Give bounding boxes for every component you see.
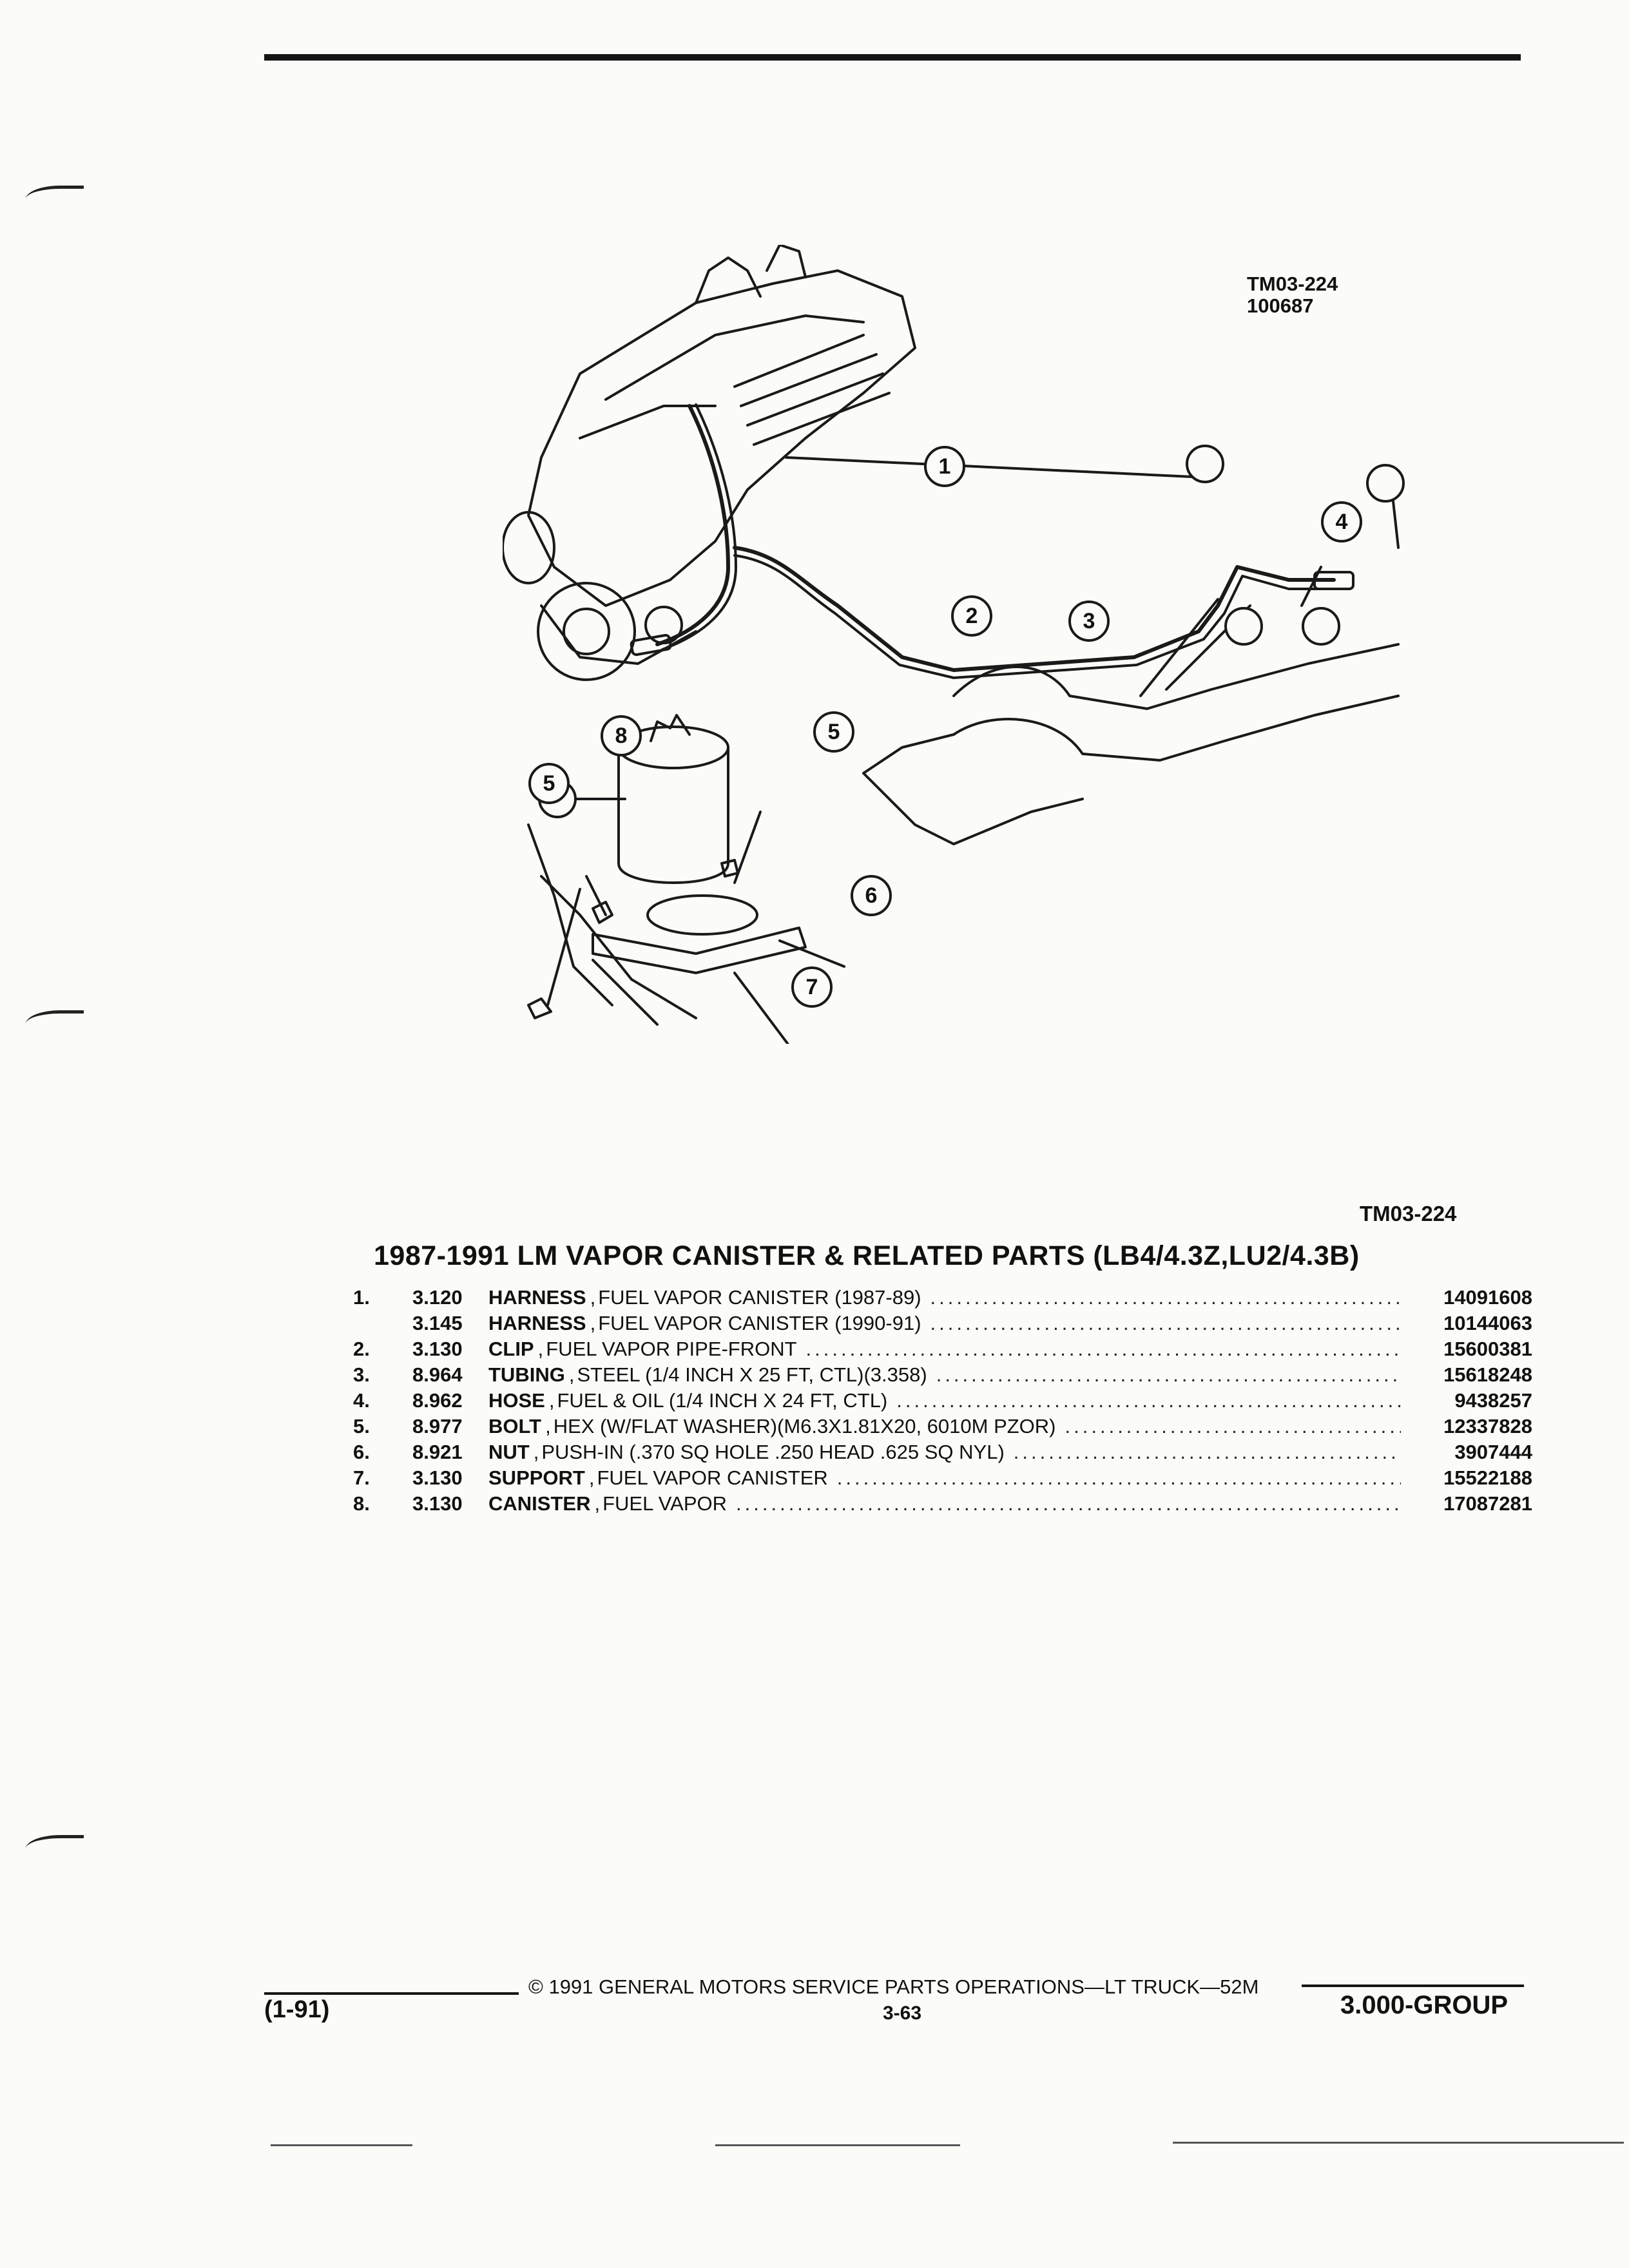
group-number: 3.130 bbox=[412, 1338, 463, 1360]
callout-6: 6 bbox=[851, 875, 892, 916]
leader-dots bbox=[736, 1491, 1401, 1517]
part-description: FUEL VAPOR CANISTER (1990-91) bbox=[598, 1312, 921, 1334]
callout-8: 8 bbox=[601, 715, 642, 756]
scan-rule bbox=[271, 2144, 412, 2146]
callout-3: 3 bbox=[1068, 601, 1110, 642]
part-number: 9438257 bbox=[1454, 1389, 1532, 1412]
part-description: HEX (W/FLAT WASHER)(M6.3X1.81X20, 6010M … bbox=[553, 1415, 1056, 1437]
part-number: 10144063 bbox=[1443, 1312, 1532, 1334]
parts-row: 6. 8.921 NUT, PUSH-IN (.370 SQ HOLE .250… bbox=[353, 1439, 1532, 1465]
footer-rule-right bbox=[1302, 1984, 1524, 1987]
scan-rule bbox=[715, 2144, 960, 2146]
parts-row: 1. 3.120 HARNESS, FUEL VAPOR CANISTER (1… bbox=[353, 1285, 1532, 1311]
leader-dots bbox=[837, 1465, 1401, 1491]
callout-5-right: 5 bbox=[813, 711, 854, 753]
vapor-canister-illustration bbox=[503, 245, 1405, 1044]
item-number: 6. bbox=[353, 1441, 370, 1463]
item-number: 2. bbox=[353, 1338, 370, 1360]
parts-list: 1. 3.120 HARNESS, FUEL VAPOR CANISTER (1… bbox=[353, 1285, 1532, 1517]
group-number: 8.962 bbox=[412, 1389, 463, 1412]
section-heading: 1987-1991 LM VAPOR CANISTER & RELATED PA… bbox=[374, 1240, 1360, 1271]
part-description: FUEL VAPOR bbox=[602, 1492, 728, 1515]
leader-dots bbox=[930, 1285, 1401, 1311]
part-number: 15600381 bbox=[1443, 1338, 1532, 1360]
leader-dots bbox=[806, 1336, 1401, 1362]
parts-row: 8. 3.130 CANISTER, FUEL VAPOR 17087281 bbox=[353, 1491, 1532, 1517]
part-description: FUEL VAPOR CANISTER bbox=[597, 1466, 828, 1489]
leader-dots bbox=[930, 1311, 1401, 1336]
part-name: HOSE bbox=[488, 1389, 545, 1412]
item-number: 5. bbox=[353, 1415, 370, 1437]
callout-5-left: 5 bbox=[528, 763, 570, 804]
group-number: 8.921 bbox=[412, 1441, 463, 1463]
group-number: 3.145 bbox=[412, 1312, 463, 1334]
figure-ref-number: 100687 bbox=[1247, 294, 1314, 317]
part-name: HARNESS bbox=[488, 1312, 586, 1334]
top-rule bbox=[264, 54, 1521, 61]
part-name: CLIP bbox=[488, 1338, 534, 1360]
part-number: 15522188 bbox=[1443, 1466, 1532, 1489]
footer-date-code: (1-91) bbox=[264, 1996, 330, 2023]
group-number: 8.977 bbox=[412, 1415, 463, 1437]
part-number: 14091608 bbox=[1443, 1286, 1532, 1309]
item-number: 4. bbox=[353, 1389, 370, 1412]
part-name: HARNESS bbox=[488, 1286, 586, 1309]
callout-2: 2 bbox=[951, 595, 992, 637]
part-description: PUSH-IN (.370 SQ HOLE .250 HEAD .625 SQ … bbox=[541, 1441, 1005, 1463]
part-description: FUEL VAPOR PIPE-FRONT bbox=[546, 1338, 797, 1360]
part-description: FUEL VAPOR CANISTER (1987-89) bbox=[598, 1286, 921, 1309]
binder-hole-mark bbox=[26, 1835, 84, 1858]
part-name: NUT bbox=[488, 1441, 530, 1463]
item-number: 3. bbox=[353, 1363, 370, 1386]
part-number: 17087281 bbox=[1443, 1492, 1532, 1515]
leader-dots bbox=[1014, 1439, 1401, 1465]
scan-rule bbox=[1173, 2142, 1624, 2144]
parts-row: 3. 8.964 TUBING, STEEL (1/4 INCH X 25 FT… bbox=[353, 1362, 1532, 1388]
binder-hole-mark bbox=[26, 1010, 84, 1033]
part-number: 12337828 bbox=[1443, 1415, 1532, 1437]
part-name: TUBING bbox=[488, 1363, 565, 1386]
part-number: 3907444 bbox=[1454, 1441, 1532, 1463]
callout-7: 7 bbox=[791, 966, 833, 1008]
callout-1: 1 bbox=[924, 446, 965, 487]
item-number: 7. bbox=[353, 1466, 370, 1489]
footer-copyright: © 1991 GENERAL MOTORS SERVICE PARTS OPER… bbox=[528, 1975, 1259, 1998]
item-number: 8. bbox=[353, 1492, 370, 1515]
parts-row: 3.145 HARNESS, FUEL VAPOR CANISTER (1990… bbox=[353, 1311, 1532, 1336]
figure-ref-bottom: TM03-224 bbox=[1360, 1202, 1457, 1225]
leader-dots bbox=[1065, 1414, 1401, 1439]
parts-row: 4. 8.962 HOSE, FUEL & OIL (1/4 INCH X 24… bbox=[353, 1388, 1532, 1414]
part-name: SUPPORT bbox=[488, 1466, 585, 1489]
footer-group: 3.000-GROUP bbox=[1340, 1991, 1509, 2019]
page-number: 3-63 bbox=[883, 2003, 922, 2024]
leader-dots bbox=[896, 1388, 1401, 1414]
footer-rule-left bbox=[264, 1992, 519, 1995]
part-description: FUEL & OIL (1/4 INCH X 24 FT, CTL) bbox=[557, 1389, 888, 1412]
figure-ref-code: TM03-224 bbox=[1247, 273, 1338, 295]
leader-dots bbox=[936, 1362, 1401, 1388]
item-number: 1. bbox=[353, 1286, 370, 1309]
part-name: BOLT bbox=[488, 1415, 542, 1437]
parts-row: 7. 3.130 SUPPORT, FUEL VAPOR CANISTER 15… bbox=[353, 1465, 1532, 1491]
group-number: 3.130 bbox=[412, 1492, 463, 1515]
group-number: 8.964 bbox=[412, 1363, 463, 1386]
part-description: STEEL (1/4 INCH X 25 FT, CTL)(3.358) bbox=[577, 1363, 927, 1386]
part-number: 15618248 bbox=[1443, 1363, 1532, 1386]
parts-row: 2. 3.130 CLIP, FUEL VAPOR PIPE-FRONT 156… bbox=[353, 1336, 1532, 1362]
group-number: 3.120 bbox=[412, 1286, 463, 1309]
part-name: CANISTER bbox=[488, 1492, 591, 1515]
binder-hole-mark bbox=[26, 186, 84, 208]
group-number: 3.130 bbox=[412, 1466, 463, 1489]
parts-row: 5. 8.977 BOLT, HEX (W/FLAT WASHER)(M6.3X… bbox=[353, 1414, 1532, 1439]
callout-4: 4 bbox=[1321, 501, 1362, 543]
